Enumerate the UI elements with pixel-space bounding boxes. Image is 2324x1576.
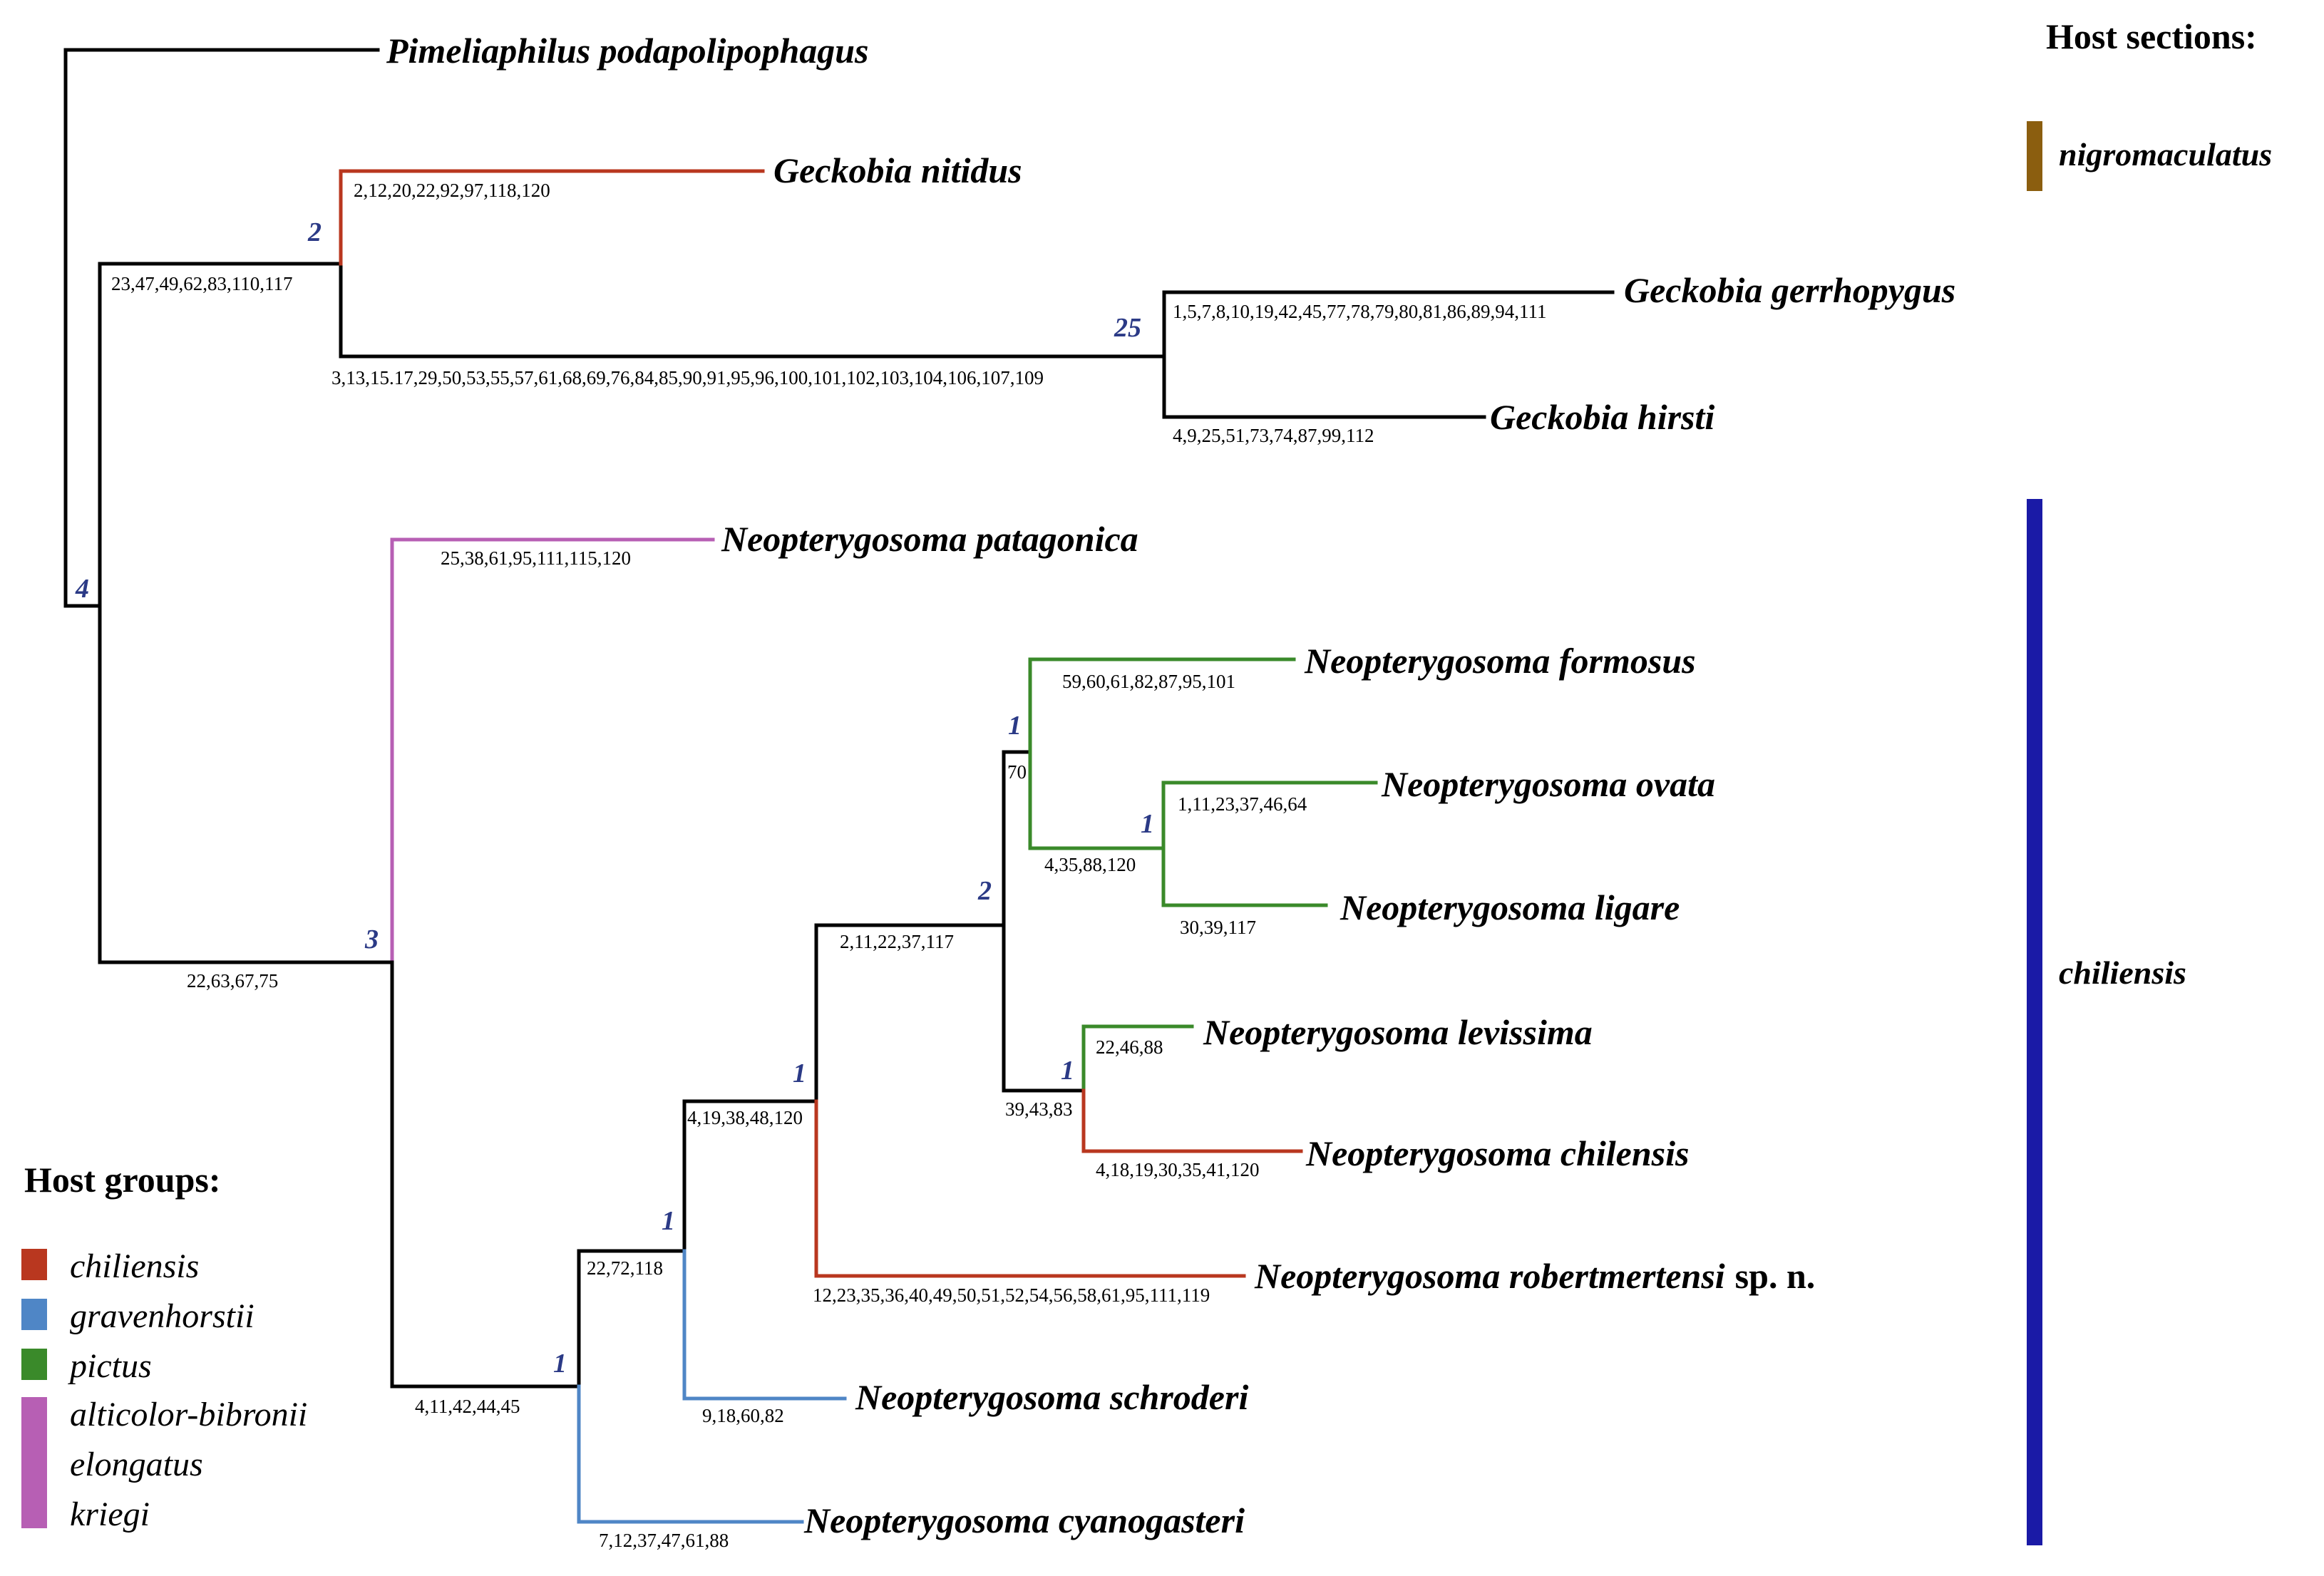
taxon-robertmertensi-name: Neopterygosoma robertmertensi xyxy=(1254,1256,1725,1296)
host-sections: Host sections: nigromaculatus chiliensis xyxy=(2027,16,2272,1545)
taxon-chilensis: Neopterygosoma chilensis xyxy=(1305,1133,1689,1173)
support-n1: 1 xyxy=(553,1349,567,1379)
chars-robertmertensi: 12,23,35,36,40,49,50,51,52,54,56,58,61,9… xyxy=(813,1284,1210,1306)
chars-hirsti: 4,9,25,51,73,74,87,99,112 xyxy=(1173,425,1374,446)
support-neopterygosoma: 3 xyxy=(364,925,379,954)
support-n5: 1 xyxy=(1008,711,1022,741)
support-n2: 1 xyxy=(662,1206,675,1236)
sections-title: Host sections: xyxy=(2046,16,2257,56)
chars-n4: 2,11,22,37,117 xyxy=(840,931,954,952)
support-n3: 1 xyxy=(793,1059,806,1088)
taxon-patagonica: Neopterygosoma patagonica xyxy=(721,519,1138,559)
legend-label-pictus: pictus xyxy=(68,1347,152,1385)
chars-gerr-hirsti: 3,13,15.17,29,50,53,55,57,61,68,69,76,84… xyxy=(331,367,1044,388)
taxon-gerrhopygus: Geckobia gerrhopygus xyxy=(1624,270,1955,310)
chars-schroderi: 9,18,60,82 xyxy=(702,1405,784,1426)
chars-chilensis: 4,18,19,30,35,41,120 xyxy=(1096,1159,1260,1180)
chars-ovata: 1,11,23,37,46,64 xyxy=(1178,793,1307,815)
legend-swatch-purple xyxy=(21,1397,47,1528)
taxon-formosus: Neopterygosoma formosus xyxy=(1304,641,1696,681)
chars-geckobia: 23,47,49,62,83,110,117 xyxy=(111,273,293,294)
legend-label-elongatus: elongatus xyxy=(70,1446,203,1483)
support-n4: 2 xyxy=(977,876,992,906)
legend-label-kriegi: kriegi xyxy=(70,1495,150,1533)
host-groups-legend: Host groups: chiliensis gravenhorstii pi… xyxy=(21,1160,307,1533)
taxon-ovata: Neopterygosoma ovata xyxy=(1381,764,1715,804)
chars-neopterygosoma: 22,63,67,75 xyxy=(187,970,278,992)
support-values: 4 2 25 3 1 1 1 2 1 1 1 xyxy=(75,217,1154,1379)
support-root: 4 xyxy=(75,574,89,604)
taxon-levissima: Neopterygosoma levissima xyxy=(1203,1012,1593,1052)
support-n7: 1 xyxy=(1061,1056,1074,1086)
taxon-nitidus: Geckobia nitidus xyxy=(773,150,1022,190)
section-label-chiliensis: chiliensis xyxy=(2059,954,2186,991)
section-bar-chiliensis xyxy=(2027,499,2042,1545)
chars-ligare: 30,39,117 xyxy=(1180,917,1256,938)
chars-n2: 22,72,118 xyxy=(587,1257,663,1279)
legend-swatch-pictus xyxy=(21,1349,47,1380)
chars-nitidus: 2,12,20,22,92,97,118,120 xyxy=(354,180,550,201)
legend-label-gravenhorstii: gravenhorstii xyxy=(70,1297,254,1335)
chars-n7: 39,43,83 xyxy=(1005,1098,1073,1120)
support-n6: 1 xyxy=(1141,809,1154,839)
taxon-robertmertensi-suffix: sp. n. xyxy=(1735,1256,1816,1296)
legend-swatch-chiliensis xyxy=(21,1249,47,1280)
support-geckobia: 2 xyxy=(307,217,322,247)
tree-branches xyxy=(63,48,1615,1524)
chars-patagonica: 25,38,61,95,111,115,120 xyxy=(441,547,631,569)
legend-label-chiliensis: chiliensis xyxy=(70,1247,199,1285)
legend-swatch-gravenhorstii xyxy=(21,1299,47,1330)
chars-n6: 4,35,88,120 xyxy=(1044,854,1136,875)
taxon-pimeliaphilus: Pimeliaphilus podapolipophagus xyxy=(386,31,869,71)
chars-n1: 4,11,42,44,45 xyxy=(415,1396,520,1417)
chars-levissima: 22,46,88 xyxy=(1096,1036,1163,1058)
taxon-schroderi: Neopterygosoma schroderi xyxy=(855,1377,1248,1417)
chars-n5: 70 xyxy=(1007,761,1027,783)
taxon-labels: Pimeliaphilus podapolipophagus Geckobia … xyxy=(386,31,1955,1540)
support-gerr-hirsti: 25 xyxy=(1114,313,1141,343)
taxon-ligare: Neopterygosoma ligare xyxy=(1340,887,1680,927)
taxon-cyanogasteri: Neopterygosoma cyanogasteri xyxy=(803,1500,1245,1540)
chars-cyanogasteri: 7,12,37,47,61,88 xyxy=(599,1530,729,1551)
chars-formosus: 59,60,61,82,87,95,101 xyxy=(1062,671,1235,692)
chars-gerrhopygus: 1,5,7,8,10,19,42,45,77,78,79,80,81,86,89… xyxy=(1173,301,1547,322)
section-bar-nigromaculatus xyxy=(2027,121,2042,191)
character-lists: 2,12,20,22,92,97,118,120 23,47,49,62,83,… xyxy=(111,180,1547,1551)
section-label-nigromaculatus: nigromaculatus xyxy=(2059,136,2272,172)
legend-label-alticolor-bibronii: alticolor-bibronii xyxy=(70,1396,307,1433)
chars-n3: 4,19,38,48,120 xyxy=(687,1107,803,1128)
taxon-hirsti: Geckobia hirsti xyxy=(1490,397,1714,437)
legend-title: Host groups: xyxy=(24,1160,221,1200)
